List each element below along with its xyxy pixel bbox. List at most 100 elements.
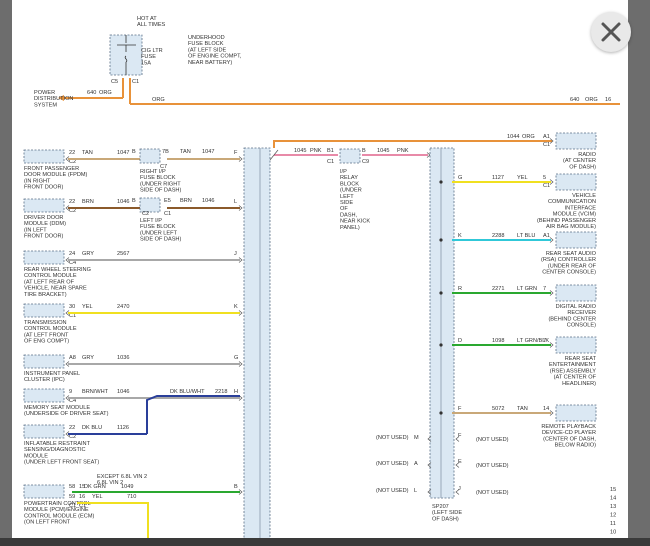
connector-chevron: [238, 361, 243, 367]
right-module-label-3: (BEHIND CENTER: [548, 316, 596, 322]
right-module-label-2: REAR SEAT AUDIO: [546, 251, 597, 257]
hot-at-all-times-label: ALL TIMES: [137, 22, 166, 28]
fuse-name-label: FUSE: [141, 54, 156, 60]
underhood-fuse-block-label: FUSE BLOCK: [188, 41, 224, 47]
wire-org-main-label: ORG: [152, 97, 165, 103]
connector-chevron: [238, 489, 243, 495]
not-used-left-2: (NOT USED): [376, 488, 409, 494]
sp207-junction-4: [439, 343, 443, 347]
left-module-label-0: FRONT DOOR): [24, 185, 63, 191]
splice-pin-2: J: [234, 251, 237, 257]
left-ip-fuse-block-label: (UNDER LEFT: [140, 230, 178, 236]
left-wire-color-2: GRY: [82, 251, 94, 257]
right-module-conn-0: C1: [543, 142, 550, 148]
right-module-label-5: REMOTE PLAYBACK: [541, 424, 596, 430]
pcm-pin-15: 15: [79, 484, 85, 490]
splice-pin-5: H: [234, 389, 238, 395]
pcm-wire2-circuit: 710: [127, 494, 136, 500]
left-module-label-7: CONTROL MODULE (ECM): [24, 513, 94, 519]
right-module-pin-3: 7: [543, 286, 546, 292]
connector-chevron: [65, 257, 70, 263]
sp207-junction-2: [439, 238, 443, 242]
right-ip-fuse-block-label: RIGHT I/P: [140, 169, 166, 175]
sp207-right-pin-3: R: [458, 286, 462, 292]
left-module-pin-1: 22: [69, 199, 75, 205]
left-module-label-6: MODULE: [24, 453, 48, 459]
power-distribution-label: POWER: [34, 90, 55, 96]
left-wire-color-6: DK BLU: [82, 425, 102, 431]
close-button[interactable]: [591, 12, 631, 52]
right-module-label-4: (RSE) ASSEMBLY: [550, 368, 596, 374]
ip-relay-block-label: DASH,: [340, 212, 358, 218]
left-fuse-pin-c1: C1: [164, 211, 171, 217]
right-module-pin-4: 7: [543, 338, 546, 344]
ip-relay-block-label: BLOCK: [340, 181, 359, 187]
left-module-label-7: (ON LEFT FRONT: [24, 520, 71, 526]
pcm-conn-c1a: C1: [69, 503, 76, 509]
underhood-fuse-block-label: UNDERHOOD: [188, 35, 225, 41]
left-module-label-1: (IN LEFT: [24, 227, 47, 233]
wire-page-ref-16: 16: [605, 97, 611, 103]
left-ip-fuse-block-box: [139, 197, 161, 213]
left-wire-color-0: TAN: [82, 150, 93, 156]
not-used-right-2: (NOT USED): [476, 490, 509, 496]
connector-chevron: [455, 462, 460, 468]
x-icon: [601, 22, 621, 42]
pds-arrow: [58, 95, 64, 101]
connector-chevron: [549, 290, 554, 296]
sp207-right-pin-1: G: [458, 175, 462, 181]
sp207-right-pin-5: F: [458, 406, 462, 412]
ip-relay-block-label: LEFT: [340, 194, 354, 200]
left-module-pin-6: 22: [69, 425, 75, 431]
relay-pin-c9: C9: [362, 159, 369, 165]
connector-chevron: [65, 395, 70, 401]
wire-pcm-yel: [77, 502, 149, 546]
right-ip-fuse-block-label: SIDE OF DASH): [140, 188, 181, 194]
wire-org-label: ORG: [99, 90, 112, 96]
left-module-box-0: [23, 149, 65, 164]
right-module-label-1: VEHICLE: [572, 193, 596, 199]
connector-chevron: [427, 462, 432, 468]
ip-relay-block-box: [339, 148, 361, 164]
connector-chevron: [549, 179, 554, 185]
left-module-label-6: SENSING/DIAGNOSTIC: [24, 447, 86, 453]
left-module-label-2: (AT LEFT REAR OF: [24, 279, 75, 285]
left-module-conn-1: C2: [69, 208, 76, 214]
connector-chevron: [427, 489, 432, 495]
right-module-label-1: MODULE (VCIM): [553, 212, 596, 218]
right-module-box-2: [555, 231, 597, 249]
left-module-label-4: INSTRUMENT PANEL: [24, 371, 80, 377]
right-module-conn-1: C1: [543, 183, 550, 189]
right-module-label-2: (UNDER REAR OF: [548, 263, 597, 269]
right-module-label-4: REAR SEAT: [565, 356, 597, 362]
right-ip-fuse-block-label: FUSE BLOCK: [140, 175, 176, 181]
left-module-conn-6: C2: [69, 434, 76, 440]
right-ip-fuse-block-box: [139, 148, 161, 164]
connector-chevron: [238, 156, 243, 162]
right-module-label-3: CONSOLE): [567, 323, 596, 329]
right-module-box-4: [555, 336, 597, 354]
left-fuse-pin-e5: E5: [164, 198, 171, 204]
dk-blu-wht-color-label: DK BLU/WHT: [170, 389, 205, 395]
dk-blu-wht-circuit-label: 2218: [215, 389, 227, 395]
right-fuse-pin-b: B: [132, 149, 136, 155]
sp207-junction-5: [439, 411, 443, 415]
ip-relay-block-label: PANEL): [340, 225, 360, 231]
left-wire-circuit-1: 1046: [117, 199, 129, 205]
connector-chevron: [238, 310, 243, 316]
left-wire-circuit-6: 1126: [117, 425, 129, 431]
right-module-label-4: HEADLINER): [562, 381, 596, 387]
right-module-label-0: RADIO: [578, 152, 596, 158]
relay-pin-b1: B1: [327, 148, 334, 154]
left-module-label-7: MODULE (PCM)/ENGINE: [24, 507, 89, 513]
power-distribution-label: SYSTEM: [34, 102, 57, 108]
left-wire-circuit-0: 1047: [117, 150, 129, 156]
ip-relay-block-label: (UNDER: [340, 188, 362, 194]
left-module-label-2: TIRE BRACKET): [24, 292, 67, 298]
wire-org-radio: [273, 140, 552, 148]
right-wire-color-4: LT GRN/BLK: [517, 338, 549, 344]
left-module-label-7: POWERTRAIN CONTROL: [24, 501, 91, 507]
left-module-label-3: TRANSMISSION: [24, 320, 67, 326]
